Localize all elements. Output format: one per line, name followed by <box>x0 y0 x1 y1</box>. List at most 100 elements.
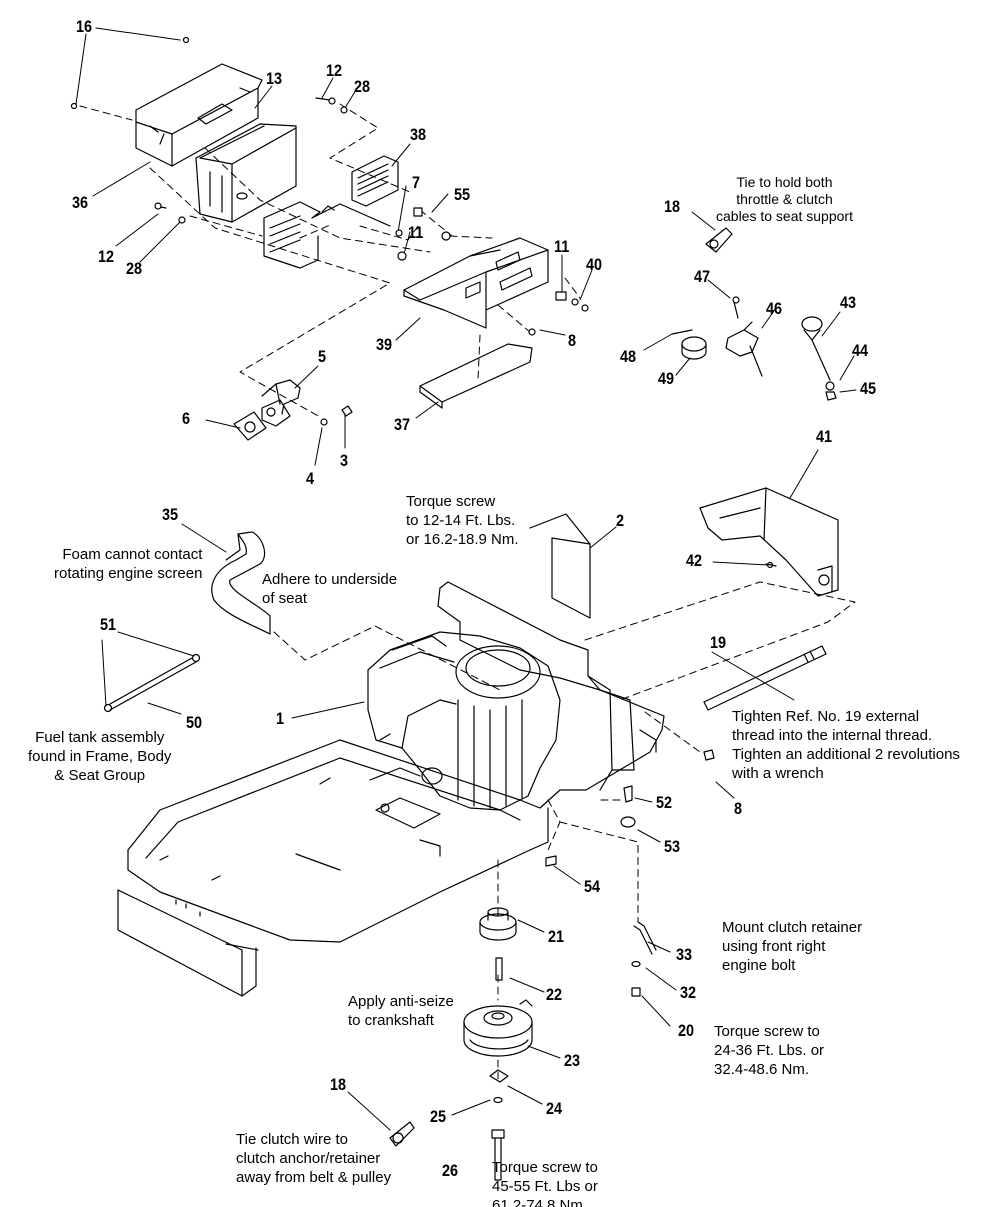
note-line: with a wrench <box>732 765 824 782</box>
note-line: Torque screw <box>406 493 496 510</box>
callout-13: 13 <box>266 69 283 88</box>
note-line: engine bolt <box>722 957 796 974</box>
note-line: Fuel tank assembly <box>35 729 165 746</box>
callout-28-lower: 28 <box>126 259 143 278</box>
callout-18: 18 <box>664 197 681 216</box>
note-line: Apply anti-seize <box>348 993 454 1010</box>
callout-8-right: 8 <box>734 799 743 818</box>
callout-51: 51 <box>100 615 117 634</box>
callout-28: 28 <box>354 77 371 96</box>
callout-6: 6 <box>182 409 191 428</box>
note-line: rotating engine screen <box>54 565 203 582</box>
note-tie-cables: Tie to hold both throttle & clutch cable… <box>716 174 853 225</box>
muffler <box>195 123 297 223</box>
callout-53: 53 <box>664 837 681 856</box>
callout-45: 45 <box>860 379 877 398</box>
callout-46: 46 <box>766 299 783 318</box>
callout-35: 35 <box>162 505 179 524</box>
shaft-key <box>495 957 503 981</box>
note-line: using front right <box>722 938 826 955</box>
note-line: 32.4-48.6 Nm. <box>714 1061 810 1078</box>
note-line: of seat <box>262 590 308 607</box>
callout-32: 32 <box>680 983 697 1002</box>
seat-foam <box>211 531 271 635</box>
callout-23: 23 <box>564 1051 581 1070</box>
note-tie-wire: Tie clutch wire to clutch anchor/retaine… <box>236 1130 391 1187</box>
callout-52: 52 <box>656 793 673 812</box>
note-torque-2: Torque screw to 12-14 Ft. Lbs. or 16.2-1… <box>406 492 519 549</box>
note-line: to 12-14 Ft. Lbs. <box>406 512 516 529</box>
note-mount-clutch: Mount clutch retainer using front right … <box>722 918 862 975</box>
callout-47: 47 <box>694 267 711 286</box>
note-anti-seize: Apply anti-seize to crankshaft <box>348 992 454 1030</box>
frame-hardware <box>545 749 715 867</box>
callout-11: 11 <box>408 223 424 242</box>
callout-25: 25 <box>430 1107 447 1126</box>
note-line: Tighten an additional 2 revolutions <box>732 746 960 763</box>
callout-41: 41 <box>816 427 833 446</box>
pto-clutch <box>463 999 533 1057</box>
cable-tie-bottom <box>389 1121 415 1147</box>
callout-22: 22 <box>546 985 563 1004</box>
note-line: away from belt & pulley <box>236 1169 392 1186</box>
callout-3: 3 <box>340 451 349 470</box>
leader-lines <box>75 27 857 1131</box>
small-hardware <box>70 36 589 336</box>
callout-54: 54 <box>584 877 601 896</box>
clutch-hardware <box>489 1069 509 1181</box>
note-line: Adhere to underside <box>262 571 398 588</box>
note-line: 24-36 Ft. Lbs. or <box>714 1042 825 1059</box>
note-line: or 16.2-18.9 Nm. <box>406 531 519 548</box>
note-torque-20: Torque screw to 24-36 Ft. Lbs. or 32.4-4… <box>714 1022 824 1079</box>
note-line: Torque screw to <box>714 1023 820 1040</box>
dipstick <box>801 316 837 401</box>
side-shield <box>699 487 839 597</box>
note-line: & Seat Group <box>54 767 146 784</box>
callout-48: 48 <box>620 347 637 366</box>
callout-2: 2 <box>616 511 625 530</box>
muffler-shield <box>135 63 263 167</box>
callout-18-lower: 18 <box>330 1075 347 1094</box>
note-torque-26: Torque screw to 45-55 Ft. Lbs or 61.2-74… <box>492 1158 598 1207</box>
note-line: Foam cannot contact <box>62 546 203 563</box>
note-line: clutch anchor/retainer <box>236 1150 381 1167</box>
callout-26: 26 <box>442 1161 459 1180</box>
callout-43: 43 <box>840 293 857 312</box>
pulley <box>479 907 517 941</box>
callout-37: 37 <box>394 415 411 434</box>
note-line: Tie clutch wire to <box>236 1131 348 1148</box>
note-line: Tie to hold both <box>736 174 833 190</box>
callout-38: 38 <box>410 125 427 144</box>
callout-24: 24 <box>546 1099 563 1118</box>
callout-1: 1 <box>276 709 285 728</box>
callout-40: 40 <box>586 255 603 274</box>
note-foam: Foam cannot contact rotating engine scre… <box>54 545 202 583</box>
callout-11-right: 11 <box>554 237 570 256</box>
exhaust-pipe <box>233 379 353 441</box>
callout-44: 44 <box>852 341 869 360</box>
foam-panel <box>419 343 533 409</box>
note-line: 45-55 Ft. Lbs or <box>492 1178 598 1195</box>
callout-12: 12 <box>326 61 343 80</box>
note-line: cables to seat support <box>716 208 853 224</box>
cable-tie-top <box>705 227 733 253</box>
bracket-plate <box>529 513 591 619</box>
note-line: 61.2-74.8 Nm. <box>492 1197 588 1207</box>
callout-4: 4 <box>306 469 315 488</box>
callout-33: 33 <box>676 945 693 964</box>
engine <box>367 631 561 811</box>
note-line: to crankshaft <box>348 1012 434 1029</box>
callout-21: 21 <box>548 927 565 946</box>
callout-19: 19 <box>710 633 727 652</box>
throttle-control <box>671 296 763 377</box>
note-line: thread into the internal thread. <box>732 727 933 744</box>
callout-8: 8 <box>568 331 577 350</box>
rod <box>703 645 827 711</box>
callout-36: 36 <box>72 193 89 212</box>
callout-39: 39 <box>376 335 393 354</box>
callout-12-lower: 12 <box>98 247 115 266</box>
callout-7: 7 <box>412 173 421 192</box>
note-line: Torque screw to <box>492 1159 598 1176</box>
